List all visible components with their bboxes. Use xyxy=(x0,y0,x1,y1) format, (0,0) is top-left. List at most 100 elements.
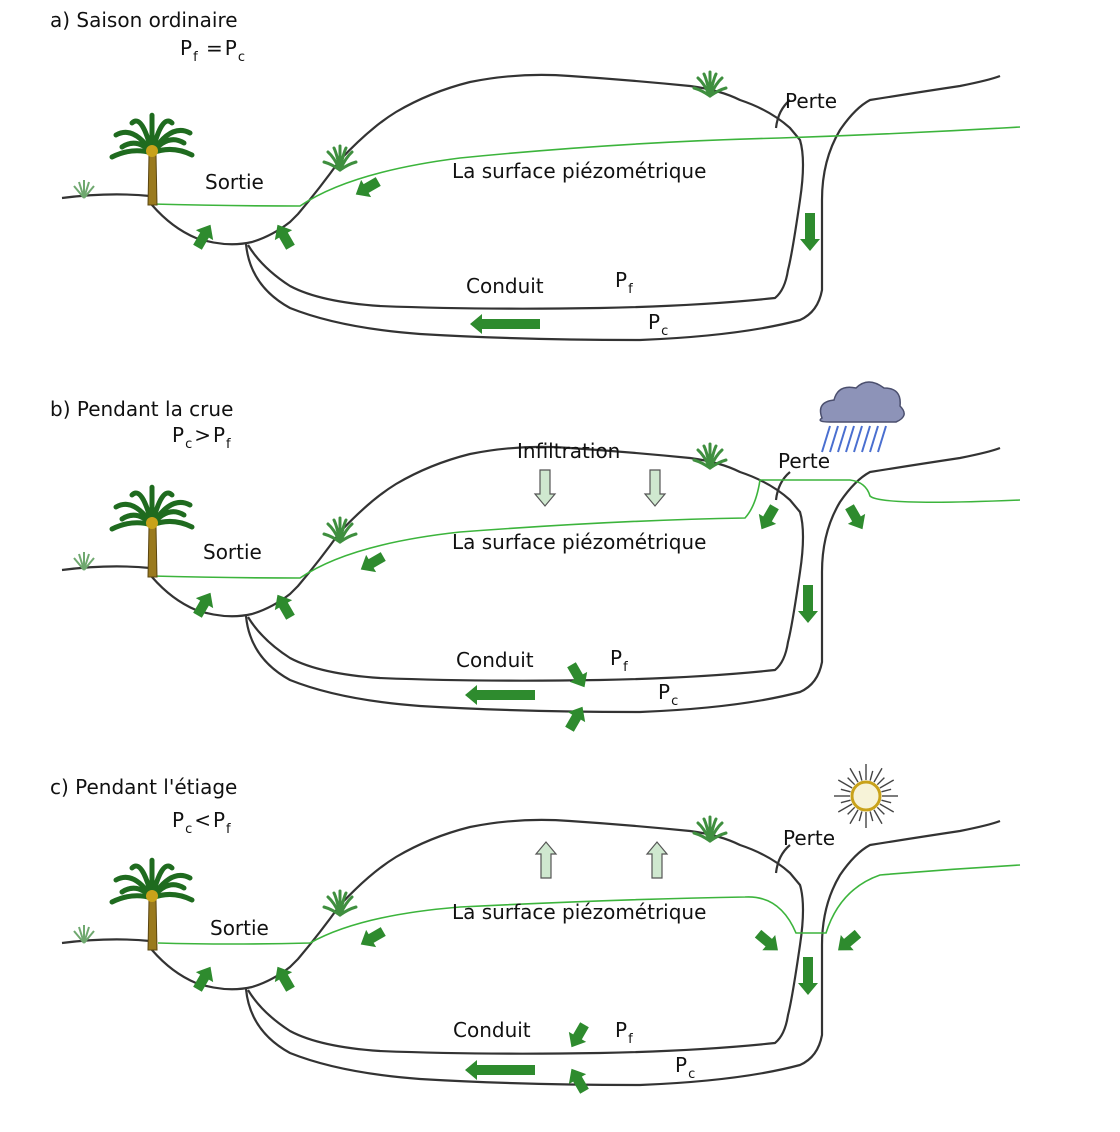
rock-notch xyxy=(774,844,791,874)
panel-a-title: a) Saison ordinaire xyxy=(50,8,238,32)
sun-disc xyxy=(850,780,882,812)
palm-frond xyxy=(109,148,155,160)
flow-arrow xyxy=(565,706,586,732)
sun-ray xyxy=(869,811,874,822)
plant-icon xyxy=(692,815,728,843)
rain-drop xyxy=(821,425,831,453)
panel-b-infiltration-label: Infiltration xyxy=(517,439,621,463)
panel-c-pc-label: Pc xyxy=(675,1053,696,1082)
rain-drop xyxy=(845,425,855,453)
plant-icon xyxy=(322,144,358,172)
plant-icon xyxy=(692,442,728,470)
grass-blade xyxy=(83,185,95,199)
flow-arrow xyxy=(274,966,295,992)
flow-arrows xyxy=(193,177,866,1094)
panel-a-sortie-label: Sortie xyxy=(205,170,264,194)
palm-tree-icon xyxy=(109,112,195,206)
sun-ray xyxy=(840,799,851,804)
panel-b-conduit-label: Conduit xyxy=(456,648,534,672)
flow-arrow xyxy=(465,685,535,705)
rain-drop xyxy=(877,425,887,453)
plant-leaf xyxy=(322,532,342,544)
plant-leaf xyxy=(322,905,342,917)
panel-a-pc-label: Pc xyxy=(648,310,669,339)
sun-ray xyxy=(881,788,892,793)
sun-ray xyxy=(837,779,853,789)
rock-outline-lower xyxy=(244,446,1001,714)
water-table-line xyxy=(151,126,1021,207)
plant-icon xyxy=(692,70,728,98)
flow-arrow xyxy=(360,927,386,948)
rock-outline-lower xyxy=(244,74,1001,342)
flow-arrow xyxy=(798,585,818,623)
plant-leaf xyxy=(322,160,342,172)
panel-c-sortie-label: Sortie xyxy=(210,916,269,940)
flow-arrow xyxy=(800,213,820,251)
sun-ray xyxy=(858,770,863,781)
flow-arrow xyxy=(274,224,295,250)
plant-leaf xyxy=(338,905,358,917)
sun-ray xyxy=(881,799,892,804)
sun-ray xyxy=(876,806,885,815)
sun-ray xyxy=(858,811,863,822)
plant-leaf xyxy=(708,831,728,843)
palm-fruit xyxy=(146,517,158,529)
plant-icon xyxy=(322,889,358,917)
flow-arrow xyxy=(568,1068,589,1094)
rain-drop xyxy=(829,425,839,453)
panel-a-pressure-relation: Pf =Pc xyxy=(180,36,245,65)
grass-icon xyxy=(73,180,95,199)
infiltration-arrow xyxy=(534,841,558,879)
rock-notch xyxy=(774,99,791,129)
panel-c-perte-label: Perte xyxy=(783,826,836,850)
flow-arrow xyxy=(360,552,386,573)
rock-notch xyxy=(774,471,791,501)
panel-b-pressure-relation: Pc>Pf xyxy=(172,423,231,452)
palm-frond xyxy=(149,892,195,903)
sun-ray xyxy=(869,770,874,781)
sun-ray xyxy=(876,777,885,786)
water-table-line xyxy=(157,864,1021,945)
panel-a-drawing xyxy=(61,70,1021,342)
panel-c-surface-label: La surface piézométrique xyxy=(452,900,707,924)
flow-arrow xyxy=(754,929,778,951)
plant-leaf xyxy=(338,160,358,172)
panel-b-surface-label: La surface piézométrique xyxy=(452,530,707,554)
rain-cloud-icon xyxy=(819,381,905,453)
grass-blade xyxy=(83,926,90,944)
cloud-body xyxy=(819,381,905,423)
panel-a-surface-label: La surface piézométrique xyxy=(452,159,707,183)
panel-b-drawing xyxy=(61,442,1021,714)
flow-arrow xyxy=(193,224,214,250)
rain-drop xyxy=(853,425,863,453)
panel-c-drawing xyxy=(61,815,1021,1087)
plant-leaf xyxy=(338,532,358,544)
sun-ray xyxy=(847,806,856,815)
sun-ray xyxy=(837,803,853,813)
palm-frond xyxy=(109,520,155,532)
plant-leaf xyxy=(708,458,728,470)
flow-arrow xyxy=(838,929,862,951)
infiltration-arrow xyxy=(645,841,669,879)
panel-b-pc-label: Pc xyxy=(658,680,679,709)
flow-arrow xyxy=(274,594,295,620)
grass-icon xyxy=(73,552,95,571)
palm-fruit xyxy=(146,145,158,157)
rock-outline-upper xyxy=(61,818,805,1055)
panel-b-title: b) Pendant la crue xyxy=(50,397,234,421)
flow-arrow xyxy=(845,504,866,530)
flow-arrow xyxy=(465,1060,535,1080)
grass-blade xyxy=(83,557,95,571)
rock-outline-lower xyxy=(244,819,1001,1087)
panel-a-perte-label: Perte xyxy=(785,89,838,113)
grass-blade xyxy=(83,181,90,199)
plant-leaf xyxy=(708,86,728,98)
palm-trunk xyxy=(147,154,158,206)
panel-c-pf-label: Pf xyxy=(615,1018,633,1047)
sun-ray xyxy=(873,809,883,825)
flow-arrow xyxy=(193,966,214,992)
panel-c-title: c) Pendant l'étiage xyxy=(50,775,238,799)
infiltration-arrow xyxy=(533,469,557,507)
